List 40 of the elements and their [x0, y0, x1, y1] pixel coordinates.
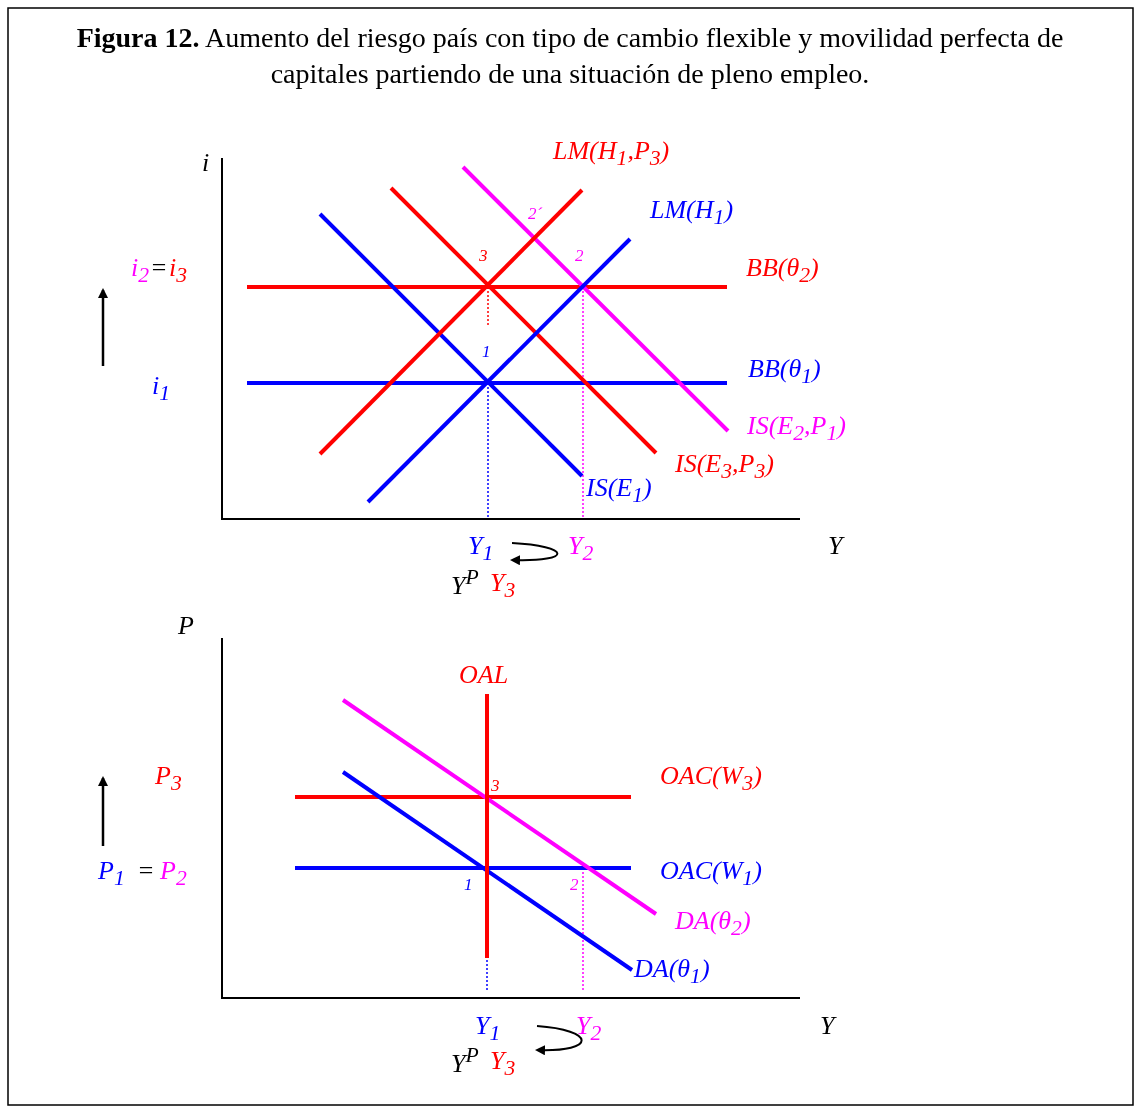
level-label: Y$_{3}$: [490, 1048, 516, 1080]
axis-label: Y: [820, 1013, 835, 1039]
level-label: P$_{2}$: [160, 858, 187, 890]
point-label: 2´: [528, 205, 543, 222]
curve-label: OAC(W$_{3}$): [660, 763, 762, 795]
level-label: Y$_{3}$: [490, 570, 516, 602]
point-label: 2: [575, 247, 584, 264]
level-label: Y$_{1}$: [468, 533, 494, 565]
curve-label: LM(H$_{1}$): [650, 197, 734, 229]
curve-label: IS(E$_{1}$): [586, 475, 652, 507]
point-label: 1: [482, 343, 491, 360]
curve-label: BB(θ$_{2}$): [746, 255, 819, 287]
curve-label: DA(θ$_{2}$): [675, 908, 751, 940]
level-label: i$_{3}$: [169, 255, 188, 287]
axis-label: i: [202, 150, 210, 176]
level-label: Y$_{1}$: [475, 1013, 501, 1045]
equals-sign: =: [150, 255, 168, 281]
level-label: i$_{1}$: [152, 373, 171, 405]
figure-title: Figura 12. Aumento del riesgo país con tipo de cambio flexible y movilidad perfecta de capitales partiendo de una situación de pleno empleo.: [75, 21, 1065, 92]
point-label: 3: [491, 777, 500, 794]
point-label: 2: [570, 876, 579, 893]
equals-sign: =: [137, 858, 155, 884]
curve-label: OAC(W$_{1}$): [660, 858, 762, 890]
curve-label: IS(E$_{3}$,P$_{3}$): [675, 451, 774, 483]
level-label: P$_{1}$: [98, 858, 125, 890]
curve-label: IS(E$_{2}$,P$_{1}$): [747, 413, 846, 445]
level-label: P$_{3}$: [155, 763, 182, 795]
curve-label: OAL: [459, 662, 509, 688]
level-label: i$_{2}$: [131, 255, 150, 287]
level-label: Y$_{2}$: [576, 1013, 602, 1045]
curve-label: DA(θ$_{1}$): [634, 956, 710, 988]
point-label: 3: [479, 247, 488, 264]
curve-label: LM(H$_{1}$,P$_{3}$): [553, 138, 670, 170]
axis-label: Y: [828, 533, 843, 559]
axis-label: P: [178, 613, 194, 639]
curve-label: BB(θ$_{1}$): [748, 356, 821, 388]
point-label: 1: [464, 876, 473, 893]
level-label: Y$^{P}$: [451, 1045, 479, 1077]
level-label: Y$^{P}$: [451, 567, 479, 599]
level-label: Y$_{2}$: [568, 533, 594, 565]
